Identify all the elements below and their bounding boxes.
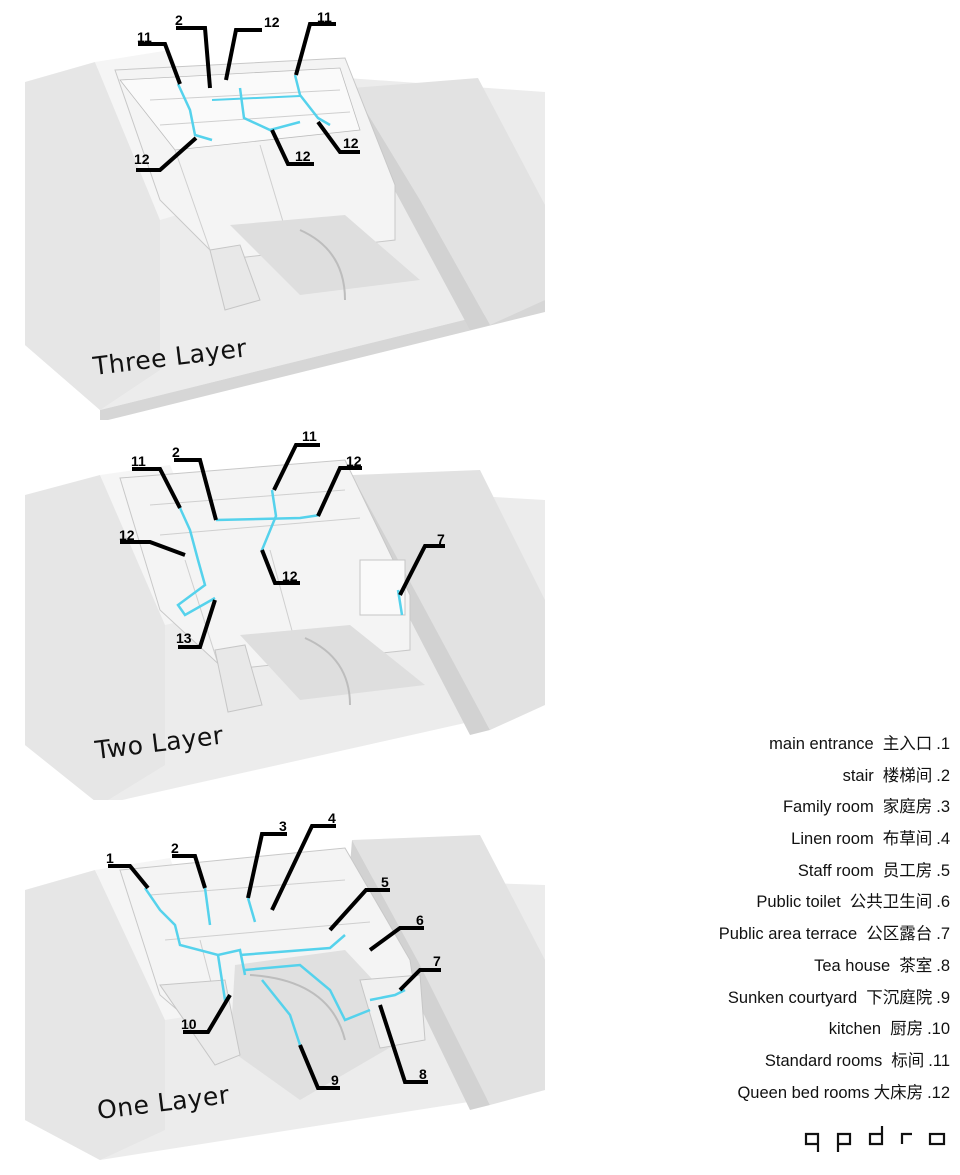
legend-zh: 家庭房 xyxy=(882,798,933,817)
callout-number: 12 xyxy=(134,151,150,167)
legend: main entrance 主入口.1 stair 楼梯间.2 Family roo… xyxy=(620,732,950,1112)
callout-number: 5 xyxy=(381,874,389,890)
legend-number: .3 xyxy=(936,798,950,817)
callout-number: 2 xyxy=(175,12,183,28)
callout-number: 10 xyxy=(181,1016,197,1032)
callout-number: 2 xyxy=(171,840,179,856)
legend-en: Public toilet xyxy=(756,893,841,912)
callout-number: 11 xyxy=(302,428,317,444)
legend-row-family-room: Family room 家庭房.3 xyxy=(620,795,950,827)
legend-zh: 大床房 xyxy=(873,1083,924,1102)
callout-number: 4 xyxy=(328,810,336,826)
legend-en: Tea house xyxy=(814,956,891,975)
callout-number: 12 xyxy=(119,527,135,543)
axonometric-model-one-layer xyxy=(25,835,545,1160)
callout-number: 8 xyxy=(419,1066,427,1082)
callout-number: 12 xyxy=(346,453,362,469)
callout-number: 12 xyxy=(282,568,298,584)
callout-number: 3 xyxy=(279,818,287,834)
callout-number: 11 xyxy=(137,29,152,45)
legend-en: Standard rooms xyxy=(764,1051,883,1070)
legend-row-main-entrance: main entrance 主入口.1 xyxy=(620,732,950,764)
legend-zh: 楼梯间 xyxy=(882,766,933,785)
callout-number: 11 xyxy=(317,9,332,25)
legend-row-public-toilet: Public toilet 公共卫生间.6 xyxy=(620,890,950,922)
legend-en: kitchen xyxy=(828,1020,882,1039)
leader-lines-three-layer xyxy=(136,22,360,172)
callout-number: 11 xyxy=(131,453,146,469)
legend-zh: 公共卫生间 xyxy=(849,893,933,912)
leader-lines-one-layer xyxy=(108,824,441,1090)
legend-en: Public area terrace xyxy=(718,925,858,944)
legend-number: .2 xyxy=(936,766,950,785)
plate-two-layer: Two Layer 11 2 11 12 12 12 13 7 xyxy=(0,420,560,800)
callout-number: 12 xyxy=(264,14,280,30)
legend-zh: 下沉庭院 xyxy=(866,988,933,1007)
legend-zh: 布草间 xyxy=(882,830,933,849)
legend-en: main entrance xyxy=(769,735,874,753)
callout-number: 12 xyxy=(295,148,311,164)
legend-row-sunken-courtyard: Sunken courtyard 下沉庭院.9 xyxy=(620,986,950,1018)
legend-number: .1 xyxy=(936,735,950,753)
axonometric-model-three-layer xyxy=(25,50,545,420)
legend-en: Sunken courtyard xyxy=(727,988,858,1007)
legend-row-stair: stair 楼梯间.2 xyxy=(620,764,950,796)
legend-en: Family room xyxy=(782,798,874,817)
callout-number: 6 xyxy=(416,912,424,928)
legend-row-linen-room: Linen room 布草间.4 xyxy=(620,827,950,859)
legend-en: Queen bed rooms xyxy=(737,1083,870,1102)
plate-one-layer: One Layer 1 2 3 4 5 6 7 10 9 8 xyxy=(0,800,560,1170)
leader-lines-two-layer xyxy=(120,443,445,649)
legend-zh: 厨房 xyxy=(890,1020,924,1039)
legend-number: .8 xyxy=(936,956,950,975)
callout-number: 1 xyxy=(106,850,114,866)
legend-number: .7 xyxy=(936,925,950,944)
axonometric-model-two-layer xyxy=(25,459,545,800)
callout-number: 2 xyxy=(172,444,180,460)
legend-number: .12 xyxy=(927,1083,950,1102)
plate-three-layer: Three Layer 2 12 11 11 12 12 12 12 xyxy=(0,0,560,420)
legend-number: .6 xyxy=(936,893,950,912)
callout-number: 7 xyxy=(433,953,441,969)
legend-number: .10 xyxy=(927,1020,950,1039)
legend-en: stair xyxy=(842,766,874,785)
legend-zh: 标间 xyxy=(891,1051,925,1070)
legend-row-public-area-terrace: Public area terrace 公区露台.7 xyxy=(620,922,950,954)
legend-zh: 主入口 xyxy=(882,735,933,753)
legend-zh: 员工房 xyxy=(882,861,933,880)
legend-zh: 公区露台 xyxy=(866,925,933,944)
legend-en: Linen room xyxy=(791,830,874,849)
callout-number: 12 xyxy=(343,135,359,151)
callout-number: 7 xyxy=(437,531,445,547)
legend-zh: 茶室 xyxy=(899,956,933,975)
legend-number: .4 xyxy=(936,830,950,849)
legend-number: .5 xyxy=(936,861,950,880)
legend-row-staff-room: Staff room 员工房.5 xyxy=(620,859,950,891)
legend-number: .11 xyxy=(928,1051,950,1070)
qpdro-logo xyxy=(804,1126,946,1152)
callout-number: 9 xyxy=(331,1072,339,1088)
legend-en: Staff room xyxy=(797,861,874,880)
callout-number: 13 xyxy=(176,630,192,646)
legend-number: .9 xyxy=(936,988,950,1007)
legend-row-tea-house: Tea house 茶室.8 xyxy=(620,954,950,986)
legend-row-kitchen: kitchen 厨房.10 xyxy=(620,1017,950,1049)
legend-row-standard-rooms: Standard rooms 标间.11 xyxy=(620,1049,950,1081)
